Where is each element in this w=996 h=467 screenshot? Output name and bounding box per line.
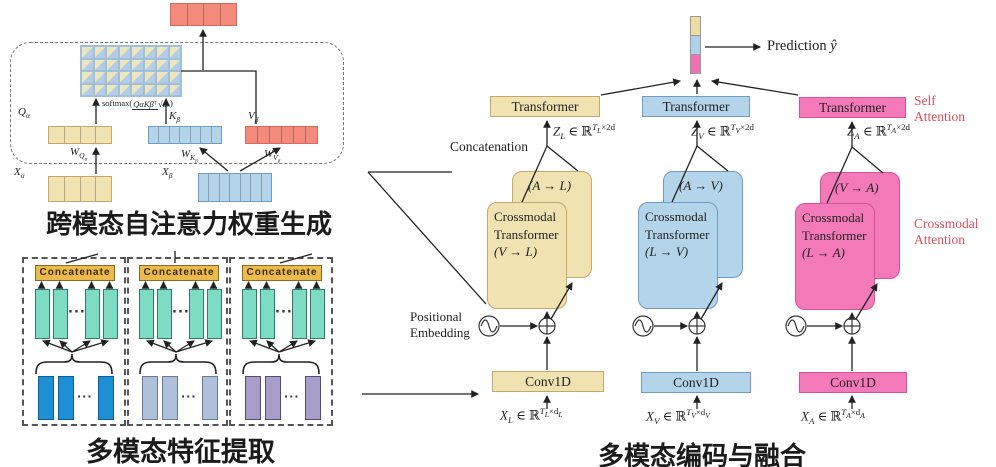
- q-bar: [48, 126, 112, 144]
- input-bar: [265, 376, 281, 420]
- output-segment-v: [690, 35, 701, 55]
- feature-bar: [139, 289, 154, 339]
- k-label: Kβ: [169, 110, 181, 125]
- input-bar: [245, 376, 261, 420]
- input-bar: [305, 376, 321, 420]
- z-label-a: ZA ∈ ℝTA×2d: [847, 122, 910, 141]
- card-front-text-a: Crossmodal Transformer (L → A): [802, 210, 867, 260]
- feature-bar: [242, 289, 257, 339]
- card-front-text-l: Crossmodal Transformer (V → L): [494, 209, 559, 259]
- detail-wedge-diag: [367, 171, 487, 305]
- qkv-dashed-boundary: [10, 42, 344, 164]
- output-segment-l: [690, 16, 701, 36]
- transformer-box-v: Transformer: [642, 96, 750, 117]
- ellipsis: ···: [284, 390, 300, 403]
- feature-bar: [53, 289, 68, 339]
- conv1d-box-l: Conv1D: [492, 371, 604, 392]
- feature-bar: [189, 289, 204, 339]
- concatenate-bar-3: Concatenate: [242, 265, 322, 281]
- x-label-v: XV ∈ ℝTV×dV: [646, 407, 710, 426]
- feature-bar: [103, 289, 118, 339]
- x-beta-label: Xβ: [162, 166, 173, 181]
- k-bar: [148, 126, 222, 144]
- conv1d-box-a: Conv1D: [799, 372, 907, 393]
- feature-bar: [207, 289, 222, 339]
- input-bar: [98, 376, 114, 420]
- extract-box-2: [127, 257, 228, 426]
- x-beta-bar: [198, 173, 272, 202]
- input-bar: [142, 376, 158, 420]
- concatenate-bar-1: Concatenate: [35, 265, 115, 281]
- output-segment-a: [690, 54, 701, 74]
- transformer-box-a: Transformer: [799, 97, 906, 118]
- ellipsis: ···: [181, 390, 197, 403]
- card-back-label-l: (A → L): [528, 178, 572, 193]
- card-back-label-a: (V → A): [835, 180, 879, 195]
- q-label: Qα: [18, 106, 30, 121]
- add-icon: [538, 317, 861, 335]
- x-label-l: XL ∈ ℝTL×dL: [500, 406, 563, 425]
- input-bar: [38, 376, 54, 420]
- conv1d-box-v: Conv1D: [641, 372, 751, 393]
- qkv-title: 跨模态自注意力权重生成: [46, 209, 333, 239]
- feature-bar: [157, 289, 172, 339]
- wv-label: WVβ: [264, 148, 281, 165]
- prediction-label: Prediction ŷ: [767, 38, 837, 54]
- z-label-l: ZL ∈ ℝTL×2d: [553, 122, 615, 141]
- v-bar: [245, 126, 318, 144]
- ellipsis: ···: [275, 305, 293, 320]
- crossmodal-card-front-a: [795, 203, 875, 310]
- feature-bar: [292, 289, 307, 339]
- input-bar: [162, 376, 178, 420]
- input-bar: [58, 376, 74, 420]
- ellipsis: ···: [77, 390, 93, 403]
- feature-bar: [310, 289, 325, 339]
- x-alpha-label: Xα: [14, 166, 25, 181]
- x-alpha-bar: [48, 176, 112, 202]
- mult-title: 多模态编码与融合: [598, 441, 807, 467]
- softmax-formula: softmax(QαKβᵀ√dₖ): [102, 98, 173, 110]
- card-back-label-v: (A → V): [679, 178, 723, 193]
- input-bar: [202, 376, 218, 420]
- qkv-output-bar: [170, 3, 237, 26]
- fused-output-bar: [690, 16, 701, 76]
- attention-weight-matrix: [80, 45, 182, 97]
- feature-bar: [35, 289, 50, 339]
- feature-bar: [260, 289, 275, 339]
- ellipsis: ···: [172, 305, 190, 320]
- v-label: Vβ: [248, 110, 259, 125]
- positional-embedding-icon: [478, 315, 807, 337]
- transformer-box-l: Transformer: [490, 96, 600, 117]
- wq-label: WQα: [70, 146, 88, 163]
- wk-label: WKβ: [181, 148, 198, 165]
- ellipsis: ···: [68, 305, 86, 320]
- extract-title: 多模态特征提取: [86, 437, 275, 467]
- card-front-text-v: Crossmodal Transformer (L → V): [645, 209, 710, 259]
- z-label-v: ZV ∈ ℝTV×2d: [691, 122, 754, 141]
- concatenate-bar-2: Concatenate: [139, 265, 219, 281]
- feature-bar: [85, 289, 100, 339]
- x-label-a: XA ∈ ℝTA×dA: [801, 407, 865, 426]
- concatenation-label: Concatenation: [450, 139, 528, 154]
